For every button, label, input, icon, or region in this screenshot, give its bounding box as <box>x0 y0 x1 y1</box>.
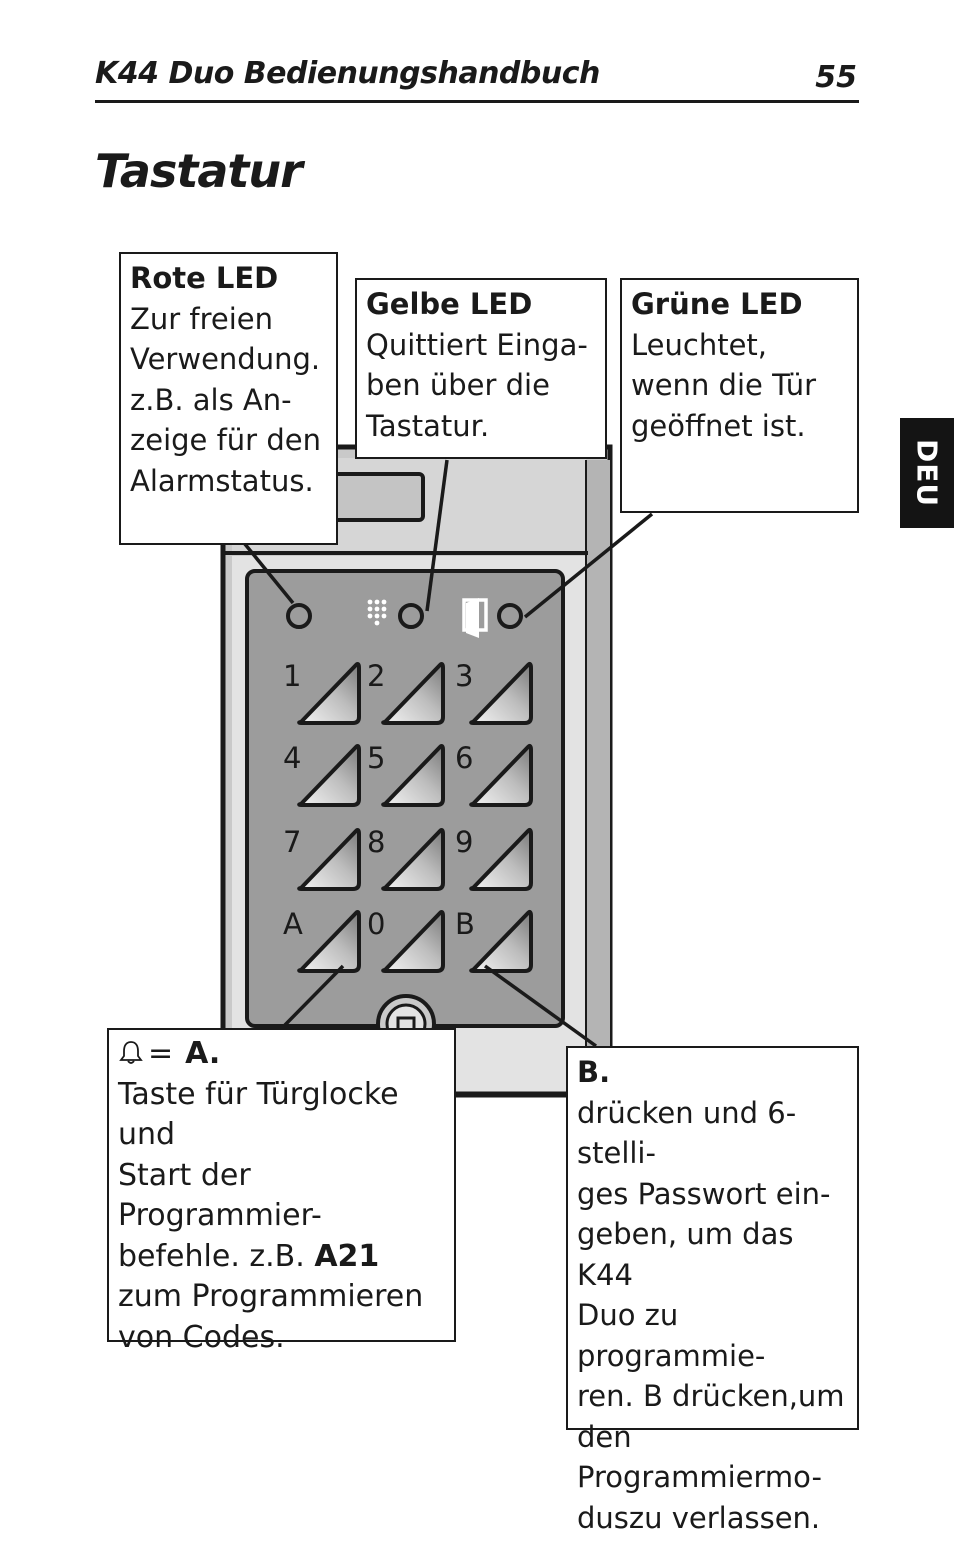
key-2-label: 2 <box>367 659 385 693</box>
key-7[interactable]: 7 <box>283 825 361 891</box>
callout-yellow-led: Gelbe LED Quittiert Einga- ben über die … <box>355 278 607 459</box>
key-6[interactable]: 6 <box>455 741 533 807</box>
key-A[interactable]: A <box>283 907 361 973</box>
key-B-shape <box>469 910 533 973</box>
key-0-label: 0 <box>367 907 385 941</box>
key-B[interactable]: B <box>455 907 533 973</box>
key-0[interactable]: 0 <box>367 907 445 973</box>
keypad-icon <box>367 599 387 626</box>
key-4-shape <box>297 744 361 807</box>
key-1-label: 1 <box>283 659 301 693</box>
key-3[interactable]: 3 <box>455 659 533 725</box>
callout-key-b: B. drücken und 6-stelli- ges Passwort ei… <box>566 1046 859 1535</box>
key-7-label: 7 <box>283 825 301 859</box>
callout-key-a-line1: Taste für Türglocke und <box>118 1076 399 1153</box>
callout-key-a-code: A21 <box>314 1238 380 1274</box>
header-title: K44 Duo Bedienungshandbuch <box>95 56 600 91</box>
key-A-label: A <box>283 907 303 941</box>
key-1[interactable]: 1 <box>283 659 361 725</box>
key-5-shape <box>381 744 445 807</box>
green-led <box>497 603 523 629</box>
key-2[interactable]: 2 <box>367 659 445 725</box>
page-title: Tastatur <box>95 144 303 198</box>
key-9-label: 9 <box>455 825 473 859</box>
equals-sign: = <box>148 1036 174 1071</box>
callout-key-a-line4: zum Programmieren <box>118 1279 424 1314</box>
key-6-label: 6 <box>455 741 473 775</box>
key-8-shape <box>381 828 445 891</box>
callout-red-led: Rote LED Zur freien Verwendung. z.B. als… <box>119 252 338 545</box>
bell-icon <box>119 1041 143 1064</box>
key-6-shape <box>469 744 533 807</box>
callout-red-led-heading: Rote LED <box>130 261 279 295</box>
key-9-shape <box>469 828 533 891</box>
callout-yellow-led-text: Quittiert Einga- ben über die Tastatur. <box>366 327 588 443</box>
key-9[interactable]: 9 <box>455 825 533 891</box>
key-2-shape <box>381 662 445 725</box>
callout-key-a: = A. Taste für Türglocke und Start der Pr… <box>107 1028 456 1355</box>
callout-key-a-line2: Start der Programmier- <box>118 1157 322 1234</box>
callout-key-a-line3-prefix: befehle. z.B. <box>118 1238 315 1274</box>
key-7-shape <box>297 828 361 891</box>
key-B-label: B <box>455 907 475 941</box>
yellow-led <box>398 603 424 629</box>
key-5-label: 5 <box>367 741 385 775</box>
page-header: K44 Duo Bedienungshandbuch 55 <box>95 56 859 103</box>
callout-green-led-heading: Grüne LED <box>631 287 803 321</box>
callout-key-b-heading: B. <box>577 1055 611 1089</box>
key-1-shape <box>297 662 361 725</box>
key-4-label: 4 <box>283 741 301 775</box>
callout-key-a-line5: von Codes. <box>118 1319 285 1355</box>
callout-leader-lines <box>238 459 654 1048</box>
callout-yellow-led-heading: Gelbe LED <box>366 287 533 321</box>
callout-green-led: Grüne LED Leuchtet, wenn die Tür geöffne… <box>620 278 859 513</box>
callout-green-led-text: Leuchtet, wenn die Tür geöffnet ist. <box>631 327 817 443</box>
key-grid: 1 2 3 4 5 6 7 8 9A 0 B <box>283 659 533 973</box>
callout-key-b-text: drücken und 6-stelli- ges Passwort ein- … <box>577 1095 845 1535</box>
callout-key-a-heading-line: = A. <box>118 1034 445 1075</box>
page-number: 55 <box>815 60 857 95</box>
language-tab: DEU <box>900 418 954 528</box>
key-3-shape <box>469 662 533 725</box>
callout-red-led-text: Zur freien Verwendung. z.B. als An- zeig… <box>130 301 321 498</box>
key-0-shape <box>381 910 445 973</box>
key-3-label: 3 <box>455 659 473 693</box>
key-5[interactable]: 5 <box>367 741 445 807</box>
door-icon <box>462 598 488 638</box>
callout-key-a-line3: befehle. z.B. A21 <box>118 1237 445 1278</box>
red-led <box>286 603 312 629</box>
callout-key-a-heading: A. <box>185 1036 221 1071</box>
key-4[interactable]: 4 <box>283 741 361 807</box>
key-8-label: 8 <box>367 825 385 859</box>
key-A-shape <box>297 910 361 973</box>
key-8[interactable]: 8 <box>367 825 445 891</box>
